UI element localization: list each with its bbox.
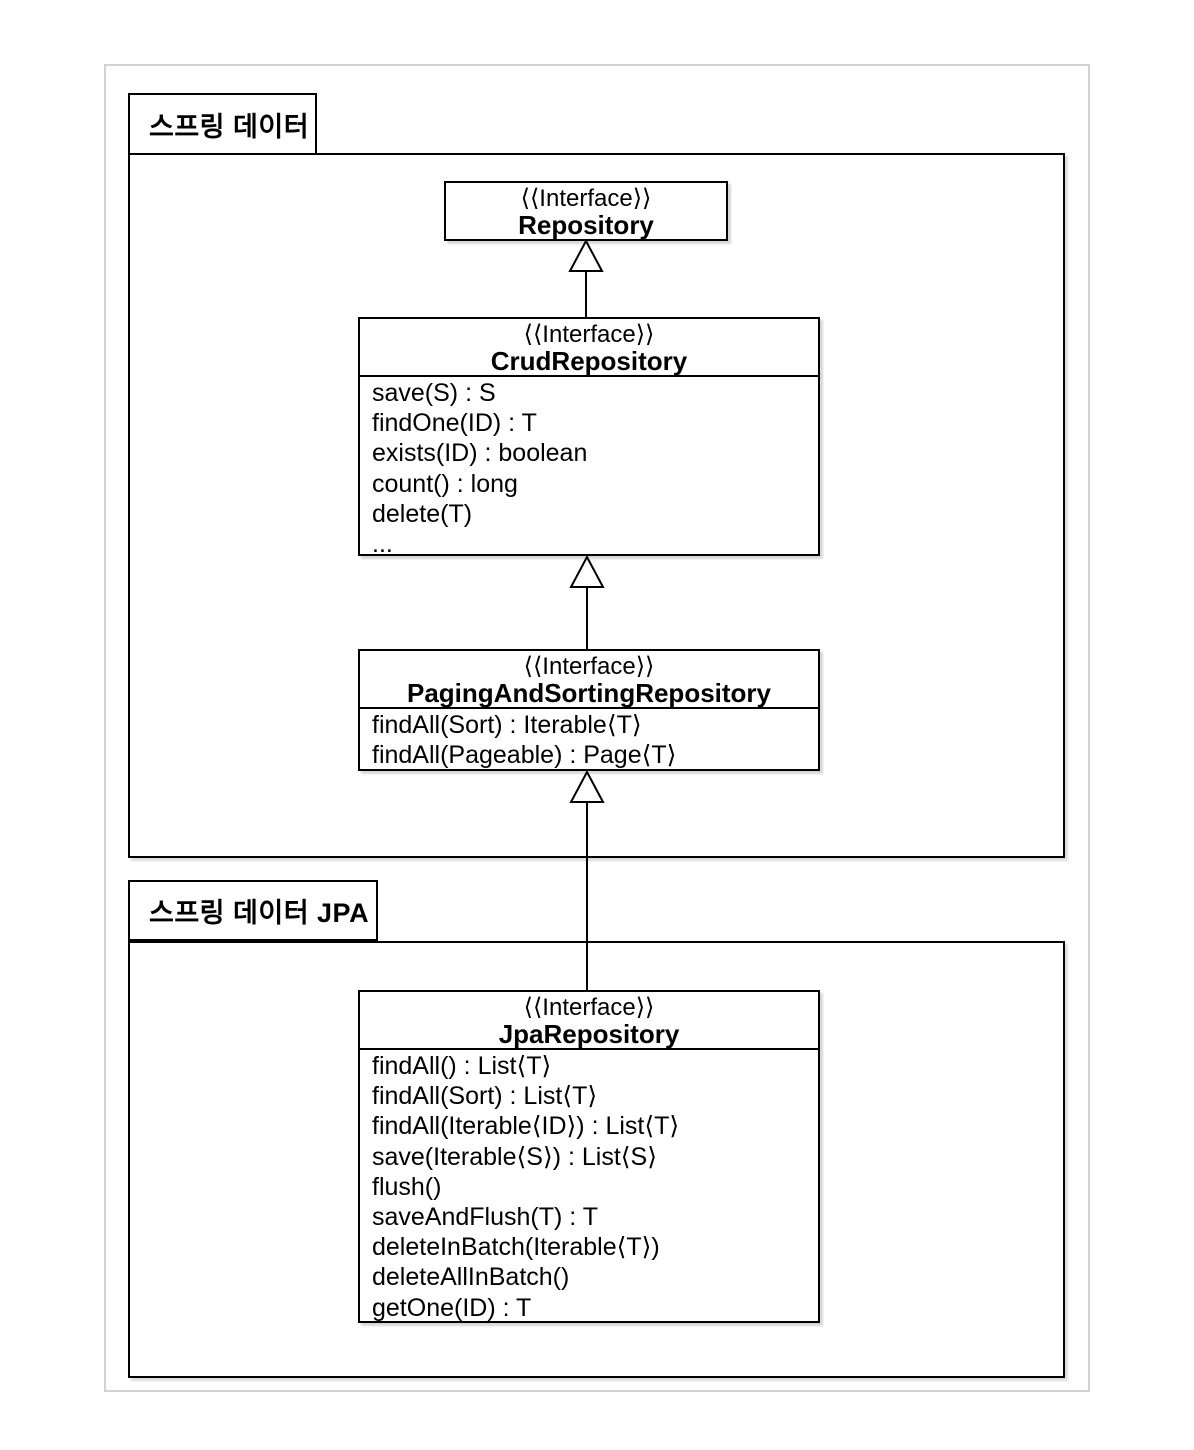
method-item: exists(ID) : boolean [372,439,588,468]
class-name-jpa-repository: JpaRepository [498,1019,680,1049]
method-item: getOne(ID) : T [372,1293,532,1322]
method-item: findAll(Iterable⟨ID⟩) : List⟨T⟩ [372,1112,680,1141]
class-name-paging-and-sorting-repository: PagingAndSortingRepository [407,678,771,708]
stereotype-label: ⟨⟨Interface⟩⟩ [523,653,655,680]
class-header: ⟨⟨Interface⟩⟩ Repository [446,183,726,239]
method-item: findAll(Sort) : Iterable⟨T⟩ [372,711,642,739]
stereotype-label: ⟨⟨Interface⟩⟩ [520,185,652,212]
method-item: findAll(Sort) : List⟨T⟩ [372,1082,598,1111]
method-item: ... [372,530,393,559]
method-item: findAll(Pageable) : Page⟨T⟩ [372,741,677,770]
method-item: delete(T) [372,499,473,528]
package-spring-data-jpa-label: 스프링 데이터 JPA [149,898,370,928]
methods-compartment: findAll() : List⟨T⟩ findAll(Sort) : List… [360,1050,818,1323]
class-name-repository: Repository [518,210,654,240]
methods-compartment: findAll(Sort) : Iterable⟨T⟩ findAll(Page… [360,709,818,770]
method-item: save(S) : S [372,379,496,407]
stereotype-label: ⟨⟨Interface⟩⟩ [523,321,655,348]
class-box-crud-repository: ⟨⟨Interface⟩⟩ CrudRepository save(S) : S… [358,317,820,559]
package-spring-data-label: 스프링 데이터 [149,111,310,142]
stereotype-label: ⟨⟨Interface⟩⟩ [523,994,655,1021]
class-header: ⟨⟨Interface⟩⟩ CrudRepository [360,319,818,377]
method-item: saveAndFlush(T) : T [372,1203,599,1232]
class-box-jpa-repository: ⟨⟨Interface⟩⟩ JpaRepository findAll() : … [358,990,820,1323]
method-item: count() : long [372,469,518,498]
class-box-repository: ⟨⟨Interface⟩⟩ Repository [444,181,728,241]
method-item: save(Iterable⟨S⟩) : List⟨S⟩ [372,1142,657,1171]
method-item: flush() [372,1172,442,1201]
method-item: findOne(ID) : T [372,409,537,438]
method-item: deleteAllInBatch() [372,1263,570,1292]
class-box-paging-and-sorting-repository: ⟨⟨Interface⟩⟩ PagingAndSortingRepository… [358,649,820,771]
method-item: findAll() : List⟨T⟩ [372,1052,552,1080]
class-name-crud-repository: CrudRepository [490,346,688,376]
method-item: deleteInBatch(Iterable⟨T⟩) [372,1233,660,1262]
package-spring-data-jpa-tab: 스프링 데이터 JPA [128,880,378,941]
class-header: ⟨⟨Interface⟩⟩ JpaRepository [360,992,818,1050]
package-spring-data-tab: 스프링 데이터 [128,93,317,155]
methods-compartment: save(S) : S findOne(ID) : T exists(ID) :… [360,377,818,559]
class-header: ⟨⟨Interface⟩⟩ PagingAndSortingRepository [360,651,818,709]
